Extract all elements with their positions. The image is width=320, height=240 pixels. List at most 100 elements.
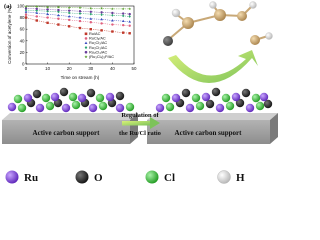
key-h-label: H (236, 172, 245, 184)
oxygen-atom (263, 99, 273, 109)
right-support-label: Active carbon support (175, 129, 243, 137)
carbon-atom (250, 35, 260, 45)
legend-marker (84, 32, 88, 36)
hydrogen-atom (265, 32, 273, 40)
ruthenium-atom (201, 92, 211, 102)
ruthenium-atom (259, 92, 269, 102)
ruthenium-atom (7, 102, 17, 112)
key-ru-label: Ru (24, 172, 38, 184)
ruthenium-atom (88, 103, 98, 113)
data-point (121, 19, 125, 23)
data-series (24, 5, 132, 35)
left-support-side (130, 113, 138, 144)
chlorine-atom (45, 101, 55, 111)
y-tick-label: 0 (22, 62, 25, 67)
series-5 (24, 5, 132, 11)
left-support-block (2, 120, 130, 144)
y-tick-label: 100 (17, 4, 25, 9)
x-tick-label: 10 (45, 66, 50, 71)
data-point (35, 9, 38, 13)
regulation-arrow-group: Regulation of the Ru/Cl ratio (119, 112, 161, 137)
ruthenium-atom (231, 92, 241, 102)
ruthenium-atom (105, 92, 115, 102)
hydrogen-atom (249, 1, 257, 9)
ruthenium-atom (77, 93, 87, 103)
x-tick-label: 40 (110, 66, 115, 71)
data-point (100, 13, 103, 17)
legend-label: Ru/AC (89, 31, 101, 36)
x-tick-label: 20 (67, 66, 72, 71)
data-point (24, 10, 28, 13)
legend-label: Ru₂Cl₃/AC (89, 40, 107, 45)
legend-label: Ru₃Cl₃/AC (89, 45, 107, 50)
right-support-top (147, 113, 278, 120)
data-point (78, 19, 82, 23)
data-point (128, 24, 131, 27)
data-point (46, 8, 49, 11)
ruthenium-atom (245, 103, 255, 113)
x-tick-label: 30 (88, 66, 93, 71)
legend-label: (Ru₃Cl₄)₃P/AC (89, 54, 114, 59)
left-support-top (2, 113, 138, 120)
data-point (89, 10, 93, 13)
data-point (122, 31, 125, 34)
ruthenium-atom (171, 93, 181, 103)
y-tick-label: 20 (20, 50, 25, 55)
carbon-atom (214, 9, 226, 21)
regulation-arrow-shaft (122, 121, 150, 126)
hydrogen-atom (171, 8, 181, 18)
key-o-label: O (94, 172, 103, 184)
data-point (128, 7, 132, 11)
series-line (25, 9, 130, 17)
oxygen-atom (86, 88, 96, 98)
series-line (25, 17, 130, 34)
series-line (25, 14, 130, 26)
right-support-side (270, 113, 278, 144)
oxygen-atom (181, 88, 191, 98)
chlorine-atom (191, 93, 201, 103)
regulation-arrow-head (150, 117, 160, 129)
data-point (100, 17, 103, 21)
data-point (100, 29, 103, 32)
hydrogen-atom (209, 1, 217, 9)
data-point (78, 16, 82, 19)
chlorine-atom (17, 103, 27, 113)
data-point (122, 23, 125, 27)
oxygen-atom (205, 99, 215, 109)
data-point (46, 16, 49, 19)
oxygen-atom (59, 87, 69, 97)
data-point (56, 5, 60, 9)
data-point (111, 11, 114, 15)
y-tick-label: 80 (20, 15, 25, 20)
right-surface-atoms (155, 87, 273, 113)
legend-label: Ru₃Cl₄/AC (89, 49, 107, 54)
chlorine-atom (98, 101, 108, 111)
data-point (68, 9, 71, 12)
data-point (100, 6, 104, 10)
oxygen-atom (241, 88, 251, 98)
left-catalyst-surface: Active carbon support (2, 87, 138, 144)
data-point (121, 7, 125, 11)
series-1 (24, 13, 131, 27)
data-point (57, 8, 60, 12)
chlorine-atom (68, 92, 78, 102)
legend-marker (84, 46, 88, 50)
ruthenium-atom (50, 92, 60, 102)
data-point (68, 18, 71, 22)
acetylene-molecule-illustration (163, 1, 273, 83)
series-4 (24, 7, 131, 16)
legend-label: RuCl₃/AC (89, 36, 106, 41)
data-point (78, 12, 82, 15)
ruthenium-atom (61, 103, 71, 113)
legend-marker (84, 37, 88, 40)
series-line (25, 11, 130, 22)
data-point (78, 6, 82, 9)
y-tick-label: 40 (20, 38, 25, 43)
key-h-icon (217, 170, 231, 184)
ruthenium-atom (115, 103, 125, 113)
left-support-label: Active carbon support (33, 129, 101, 137)
key-ru-icon (5, 170, 19, 184)
x-tick-label: 50 (132, 66, 137, 71)
